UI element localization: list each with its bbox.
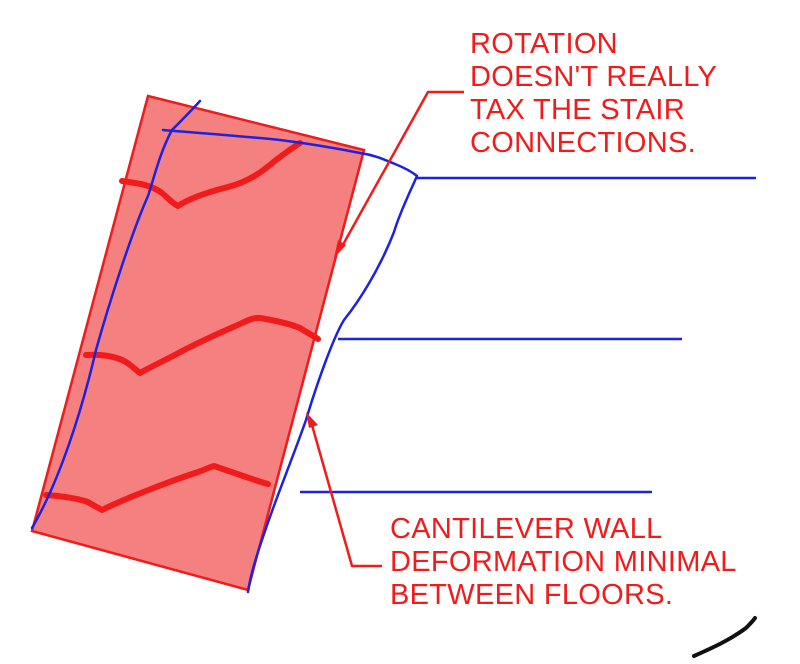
rotation-note-arrowhead: [334, 240, 346, 258]
rotation-note-line: DOESN'T REALLY: [470, 61, 718, 93]
cantilever-note: CANTILEVER WALL DEFORMATION MINIMAL BETW…: [390, 513, 737, 612]
cantilever-note-leader: [308, 417, 382, 568]
stray-pen-mark: [692, 616, 757, 658]
wall-squiggle-bottom: [43, 463, 271, 513]
cantilever-note-line: BETWEEN FLOORS.: [390, 579, 674, 611]
rotation-note-leader: [338, 90, 464, 251]
rotation-note: ROTATION DOESN'T REALLY TAX THE STAIR CO…: [470, 28, 717, 160]
cantilever-note-line: DEFORMATION MINIMAL: [390, 546, 737, 578]
wall-squiggle-middle: [83, 314, 321, 376]
deflected-wall-outline: [30, 99, 419, 594]
rotation-note-line: CONNECTIONS.: [470, 127, 696, 159]
rotation-note-line: ROTATION: [470, 28, 618, 60]
rotation-note-line: TAX THE STAIR: [470, 94, 685, 126]
cantilever-note-arrowhead: [306, 412, 318, 428]
cantilever-note-line: CANTILEVER WALL: [390, 513, 663, 545]
wall-squiggle-top: [119, 140, 303, 209]
